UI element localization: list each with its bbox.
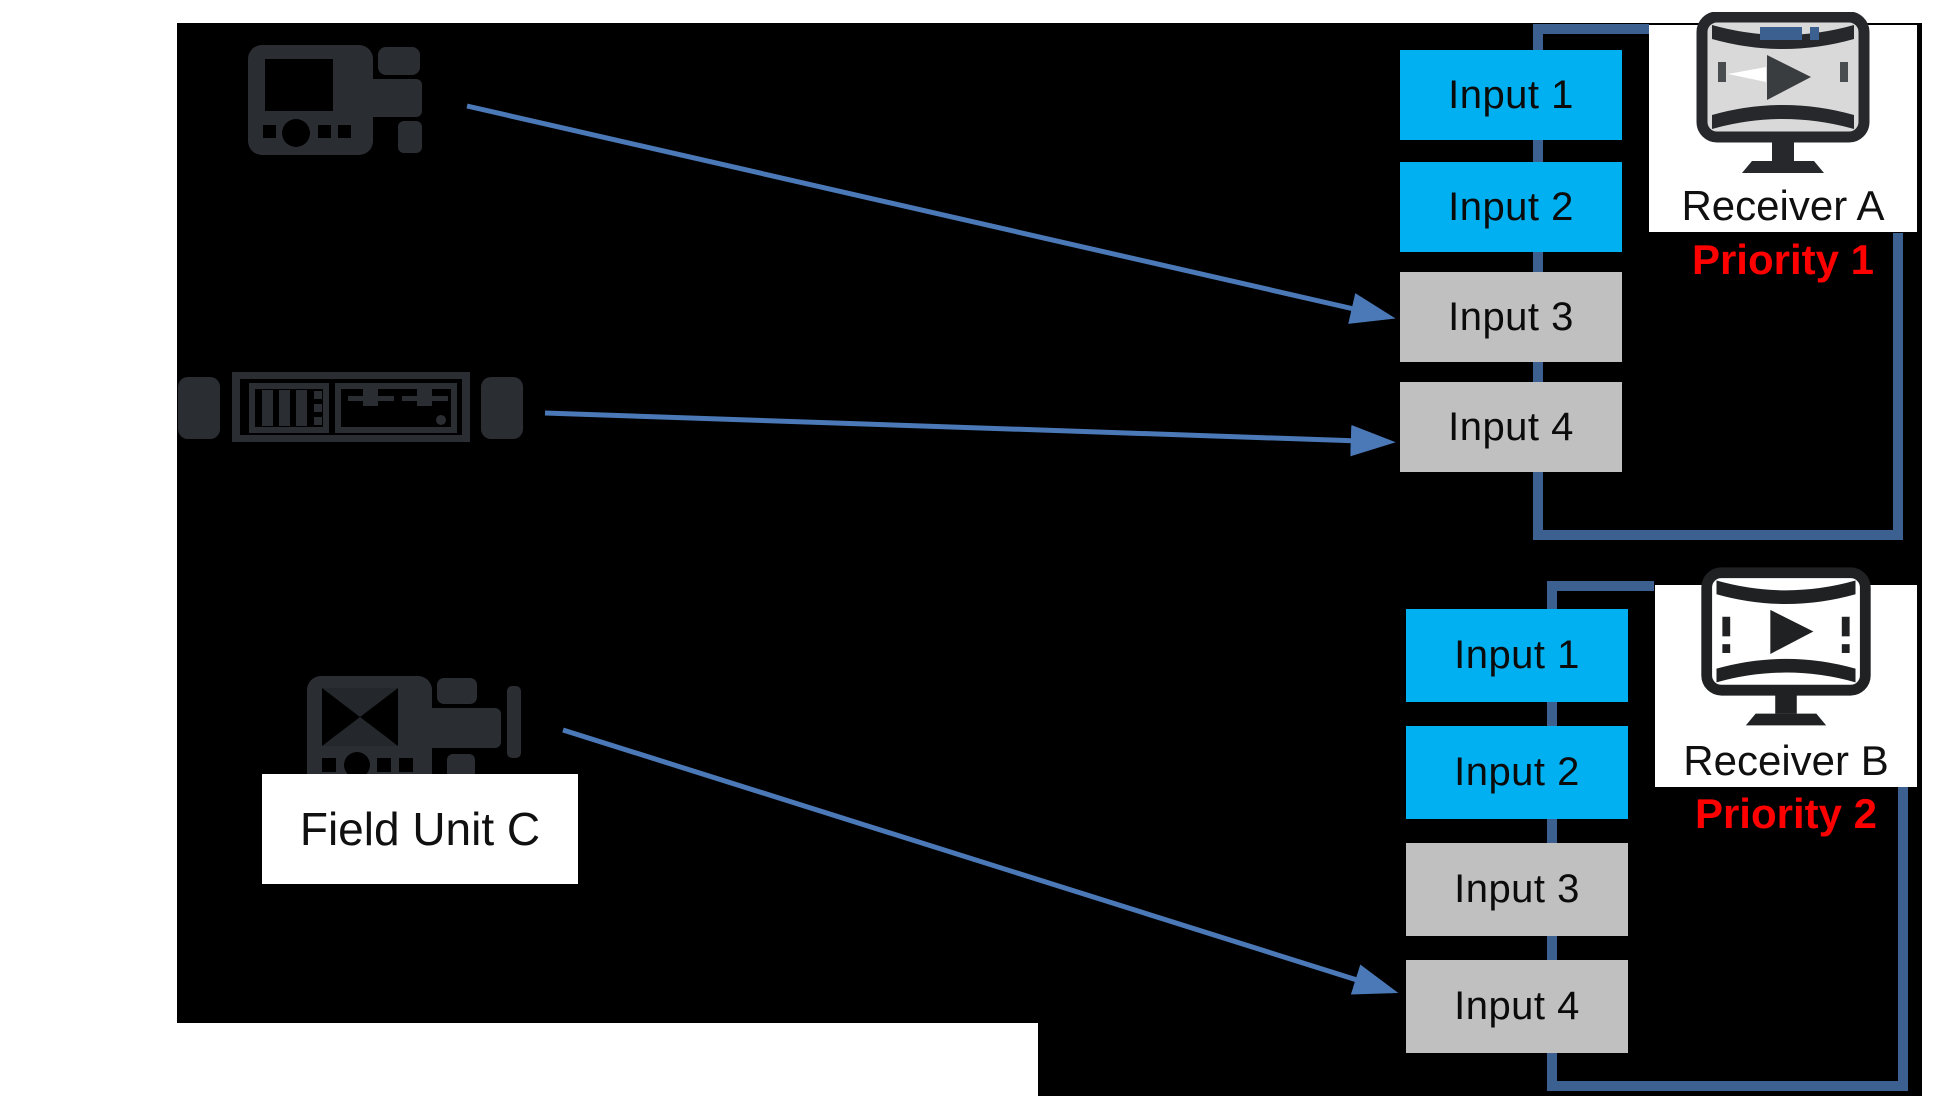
receiver-b-input-4: Input 4: [1406, 960, 1628, 1053]
input-label: Input 1: [1448, 72, 1574, 117]
receiver-b-input-2: Input 2: [1406, 726, 1628, 819]
monitor-play-icon: [1693, 567, 1879, 742]
rack-receiver-icon: [178, 371, 523, 447]
field-unit-c-label: Field Unit C: [262, 774, 578, 884]
receiver-b-name: Receiver B: [1683, 737, 1889, 784]
receiver-a-input-1: Input 1: [1400, 50, 1622, 140]
receiver-a-card: Receiver A: [1649, 11, 1917, 232]
input-label: Input 2: [1448, 184, 1574, 229]
portable-transmitter-icon: [248, 45, 423, 160]
input-label: Input 4: [1448, 404, 1574, 449]
field-unit-device-icon: [307, 676, 527, 793]
input-label: Input 3: [1448, 294, 1574, 339]
receiver-a-input-2: Input 2: [1400, 162, 1622, 252]
field-unit-c-label-text: Field Unit C: [299, 803, 541, 855]
input-label: Input 3: [1454, 867, 1580, 911]
receiver-a-priority: Priority 1: [1691, 236, 1875, 283]
receiver-b-input-3: Input 3: [1406, 843, 1628, 936]
monitor-play-icon: [1688, 11, 1878, 189]
receiver-a-input-4: Input 4: [1400, 382, 1622, 472]
receiver-b-input-1: Input 1: [1406, 609, 1628, 702]
input-label: Input 1: [1454, 633, 1580, 677]
receiver-b-priority: Priority 2: [1694, 790, 1878, 837]
receiver-a-input-3: Input 3: [1400, 272, 1622, 362]
input-label: Input 2: [1454, 750, 1580, 794]
receiver-a-name: Receiver A: [1681, 182, 1885, 229]
receiver-b-card: Receiver B: [1655, 567, 1917, 787]
input-label: Input 4: [1454, 984, 1580, 1028]
